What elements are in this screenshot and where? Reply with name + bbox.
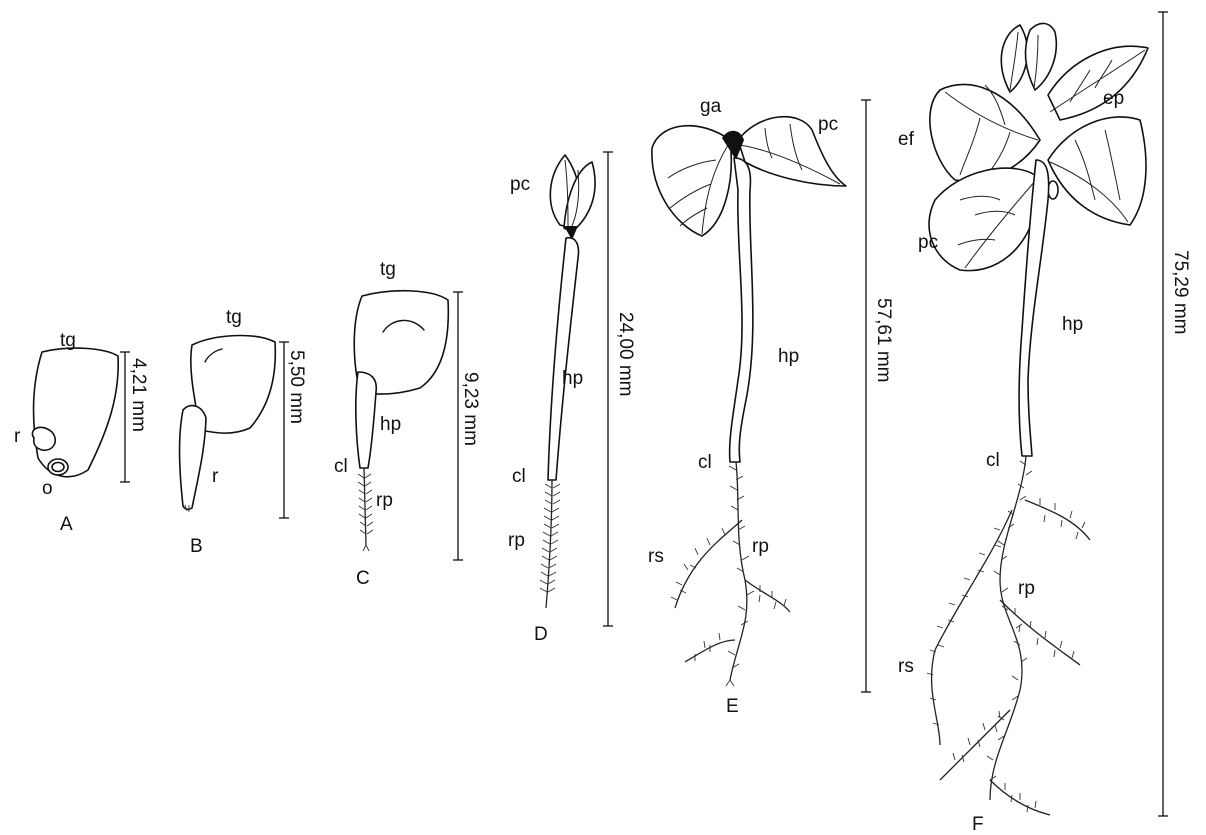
roots-f [927, 456, 1090, 815]
label-pc-d: pc [510, 174, 530, 195]
label-rp-e: rp [752, 536, 769, 557]
stage-a: tg r o A 4,21 mm [14, 330, 149, 535]
hypocotyl-d [548, 238, 579, 480]
measurement-a: 4,21 mm [128, 358, 149, 432]
stage-b: tg r B 5,50 mm [180, 307, 307, 557]
label-pc-f: pc [918, 232, 938, 253]
panel-label-b: B [190, 536, 203, 557]
label-r-a: r [14, 426, 21, 447]
measurement-d: 24,00 mm [615, 312, 636, 396]
label-rp-d: rp [508, 530, 525, 551]
scale-bar-f [1158, 12, 1168, 816]
panel-label-c: C [356, 568, 370, 589]
panel-label-e: E [726, 696, 739, 717]
panel-label-f: F [972, 814, 984, 835]
label-rp-c: rp [376, 490, 393, 511]
seed-a [34, 348, 119, 477]
label-hp-d: hp [562, 368, 583, 389]
label-cl-e: cl [698, 452, 712, 473]
stage-d: pc hp cl rp D 24,00 mm [508, 152, 636, 645]
stage-c: tg hp cl rp C 9,23 mm [334, 259, 481, 589]
measurement-e: 57,61 mm [873, 298, 894, 382]
label-pc-e: pc [818, 114, 838, 135]
label-rp-f: rp [1018, 578, 1035, 599]
panel-label-a: A [60, 514, 73, 535]
operculum-a [48, 459, 68, 475]
label-hp-c: hp [380, 414, 401, 435]
label-o-a: o [42, 478, 53, 499]
label-tg-a: tg [60, 330, 76, 351]
label-ef-f: ef [898, 129, 915, 150]
label-r-b: r [212, 466, 219, 487]
label-hp-e: hp [778, 346, 799, 367]
label-rs-e: rs [648, 546, 664, 567]
radicle-b [180, 406, 206, 510]
label-ga-e: ga [700, 96, 722, 117]
measurement-c: 9,23 mm [460, 372, 481, 446]
scale-bar-d [603, 152, 613, 626]
stage-f: ep ef pc hp cl rp rs F 75,29 mm [898, 12, 1191, 835]
scale-bar-e [861, 100, 871, 692]
primary-root-c [358, 468, 373, 551]
label-cl-c: cl [334, 456, 348, 477]
hypocotyl-c [356, 372, 376, 468]
label-tg-b: tg [226, 307, 242, 328]
label-cl-f: cl [986, 450, 1000, 471]
label-hp-f: hp [1062, 314, 1083, 335]
panel-label-d: D [534, 624, 548, 645]
measurement-f: 75,29 mm [1170, 250, 1191, 334]
cotyledons-d [550, 155, 595, 240]
roots-e [671, 462, 790, 686]
label-rs-f: rs [898, 656, 914, 677]
stage-e: ga pc hp cl rs rp E 57,61 mm [648, 96, 894, 717]
hypocotyl-e [730, 158, 753, 462]
label-ep-f: ep [1103, 88, 1124, 109]
label-tg-c: tg [380, 259, 396, 280]
primary-root-d [540, 480, 560, 608]
measurement-b: 5,50 mm [286, 350, 307, 424]
label-cl-d: cl [512, 466, 526, 487]
